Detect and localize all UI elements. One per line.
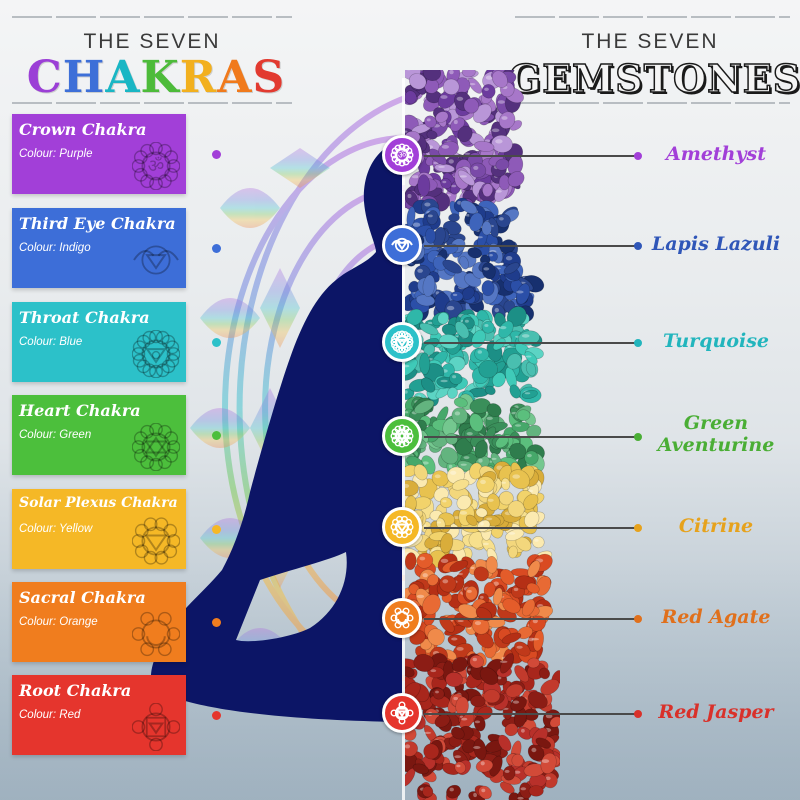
heart-star-icon <box>390 424 414 448</box>
throat-icon <box>132 330 180 378</box>
connector-line <box>424 155 636 157</box>
chakra-card-title: Throat Chakra <box>19 308 150 327</box>
chakra-card-dot <box>212 525 221 534</box>
spine-chakra-circle <box>382 416 422 456</box>
header-rule-right-top <box>515 16 790 18</box>
chakra-card-title: Third Eye Chakra <box>19 214 176 233</box>
connector-dot <box>634 710 642 718</box>
right-header-small: THE SEVEN <box>581 30 719 53</box>
chakra-card-dot <box>212 338 221 347</box>
chakra-card-dot <box>212 244 221 253</box>
chakra-card-title: Crown Chakra <box>19 120 147 139</box>
spine-chakra-circle: ॐ <box>382 135 422 175</box>
chakra-card-title: Root Chakra <box>19 681 132 700</box>
gemstone-name: Red Agate <box>636 606 796 628</box>
solar-plexus-icon <box>132 517 180 565</box>
chakras-letter: R <box>179 52 218 103</box>
gemstone-name: Turquoise <box>636 330 796 352</box>
spine-chakra-circle <box>382 507 422 547</box>
om-icon: ॐ <box>132 142 180 190</box>
connector-line <box>424 618 636 620</box>
gemstone-name: Amethyst <box>636 143 796 165</box>
gemstone-name-line: Red Jasper <box>658 701 774 723</box>
gemstone-name-line: Green <box>683 412 749 434</box>
connector-dot <box>634 433 642 441</box>
chakra-card-dot <box>212 618 221 627</box>
root-icon <box>390 701 414 725</box>
gemstones-title: GEMSTONES <box>508 55 800 102</box>
gemstone-name-line: Red Agate <box>661 606 771 628</box>
gemstone-name: Lapis Lazuli <box>636 233 796 255</box>
chakra-card-colour: Colour: Blue <box>19 336 83 348</box>
connector-line <box>424 245 636 247</box>
gemstone-name: Citrine <box>636 515 796 537</box>
sacral-icon <box>390 607 414 629</box>
chakra-card-dot <box>212 150 221 159</box>
chakras-letter: H <box>62 52 106 103</box>
connector-line <box>424 342 636 344</box>
svg-text:ॐ: ॐ <box>148 156 165 177</box>
chakra-card-title: Heart Chakra <box>19 401 141 420</box>
connector-line <box>424 527 636 529</box>
chakra-card-colour: Colour: Green <box>19 429 92 441</box>
left-header-small: THE SEVEN <box>83 30 221 53</box>
header-rule-right-bottom <box>515 102 790 104</box>
chakra-card-colour: Colour: Orange <box>19 616 98 628</box>
chakra-card-dot <box>212 711 221 720</box>
chakra-card-title: Sacral Chakra <box>19 588 146 607</box>
om-icon: ॐ <box>390 143 414 167</box>
gemstone-name-line: Aventurine <box>657 434 775 456</box>
connector-line <box>424 713 636 715</box>
chakras-letter: A <box>217 52 253 103</box>
meditating-silhouette <box>150 140 402 722</box>
heart-star-icon <box>132 423 180 471</box>
solar-plexus-icon <box>390 515 414 539</box>
connector-dot <box>634 242 642 250</box>
chakra-card-colour: Colour: Purple <box>19 148 93 160</box>
spine-chakra-circle <box>382 693 422 733</box>
connector-dot <box>634 615 642 623</box>
third-eye-icon <box>133 245 179 275</box>
chakra-card-colour: Colour: Yellow <box>19 523 93 535</box>
sacral-icon <box>132 611 180 657</box>
chakras-title: CHAKRAS <box>6 52 306 103</box>
connector-dot <box>634 339 642 347</box>
gemstone-name-line: Amethyst <box>665 143 767 165</box>
connector-line <box>424 436 636 438</box>
header-rule-left-bottom <box>12 102 292 104</box>
gemstone-name-line: Lapis Lazuli <box>651 233 781 255</box>
root-icon <box>132 703 180 751</box>
spine-chakra-circle <box>382 598 422 638</box>
connector-dot <box>634 152 642 160</box>
chakra-card-colour: Colour: Red <box>19 709 81 721</box>
third-eye-icon <box>391 237 413 253</box>
chakras-letter: A <box>105 52 141 103</box>
header-rule-left-top <box>12 16 292 18</box>
spine-chakra-circle <box>382 225 422 265</box>
chakra-card-colour: Colour: Indigo <box>19 242 91 254</box>
chakras-letter: C <box>26 52 63 103</box>
chakra-card-dot <box>212 431 221 440</box>
gemstone-name-line: Turquoise <box>663 330 769 352</box>
svg-text:ॐ: ॐ <box>398 150 406 161</box>
connector-dot <box>634 524 642 532</box>
chakras-letter: S <box>252 52 286 103</box>
gemstone-column <box>405 70 560 800</box>
spine-chakra-circle <box>382 322 422 362</box>
throat-icon <box>390 330 414 354</box>
chakras-letter: K <box>140 52 180 103</box>
gemstone-name: Red Jasper <box>636 701 796 723</box>
chakra-card-title: Solar Plexus Chakra <box>19 495 178 511</box>
gemstone-name-line: Citrine <box>678 515 754 537</box>
